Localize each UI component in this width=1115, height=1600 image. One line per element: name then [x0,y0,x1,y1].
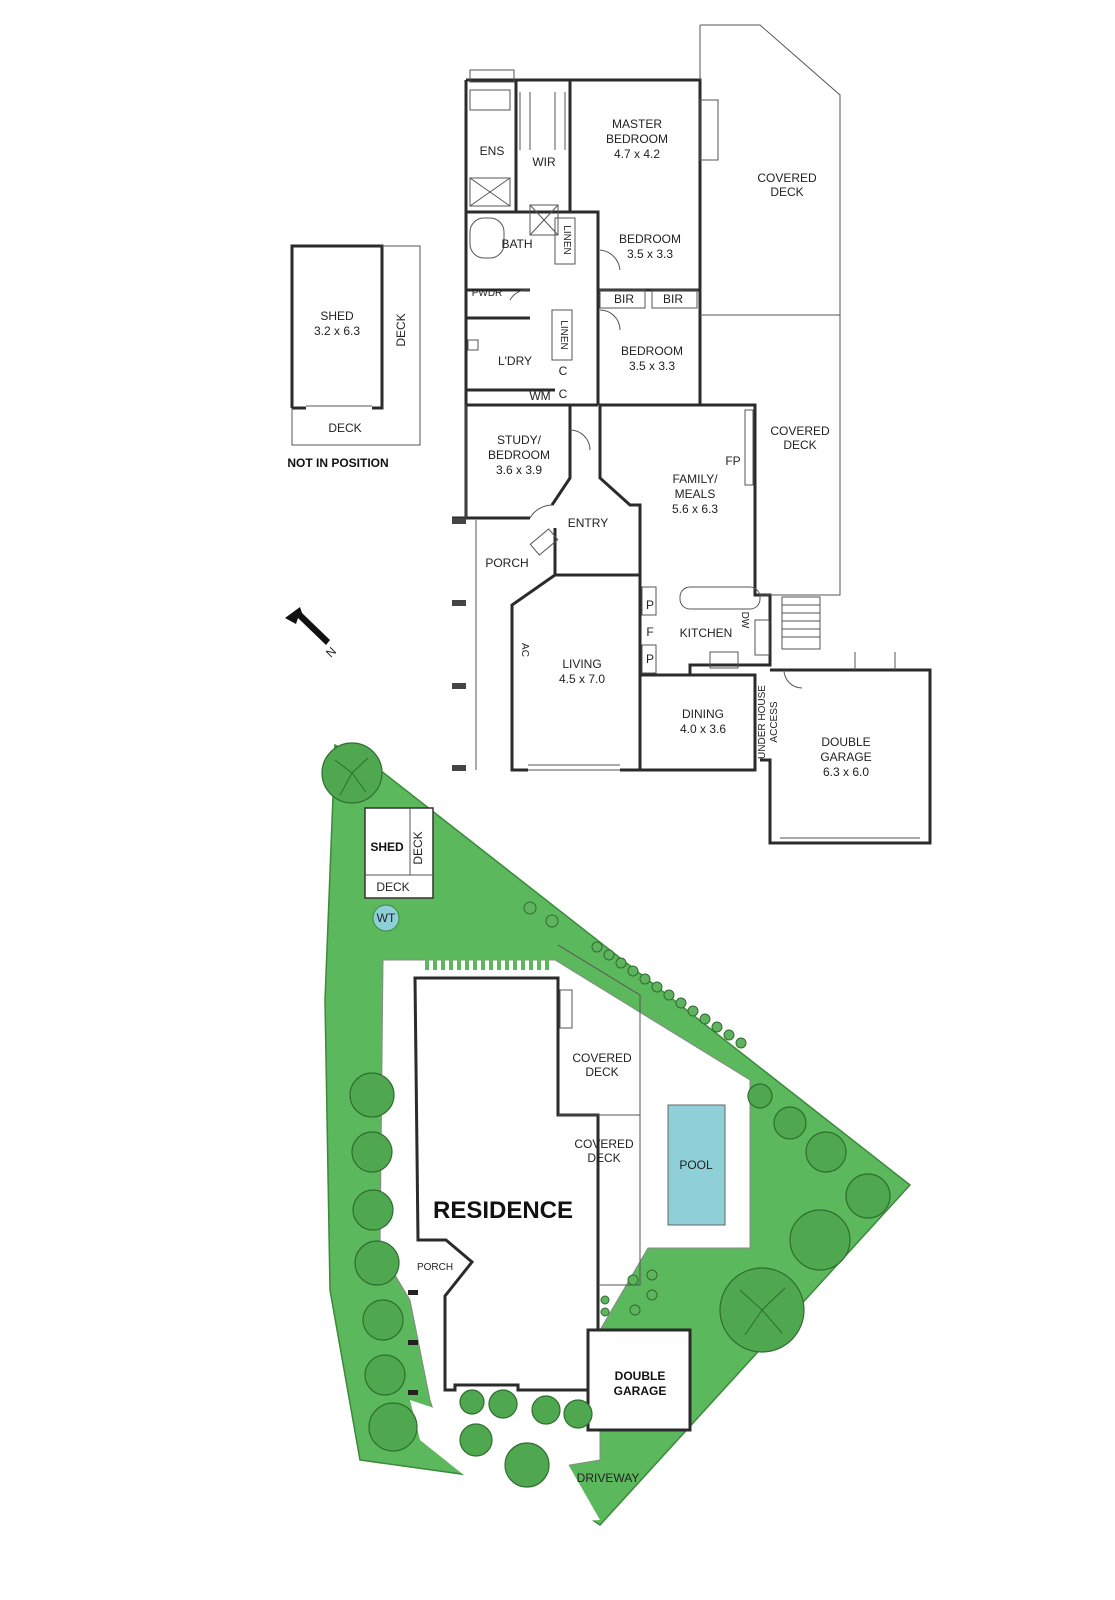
site-shed-deck-bottom: DECK [376,880,409,894]
site-shrubs [523,901,747,1317]
room-family-dim: 5.6 x 6.3 [672,502,718,516]
room-study-label: STUDY/ [497,433,542,447]
room-linen-2-label: LINEN [558,320,569,349]
room-living-dim: 4.5 x 7.0 [559,672,605,686]
driveway-label: DRIVEWAY [577,1471,640,1485]
room-wir-label: WIR [532,155,556,169]
room-garage-label: DOUBLE [821,735,870,749]
dishwasher-label: DW [739,612,750,629]
room-bedroom-3-label: BEDROOM [621,344,683,358]
under-house-label: UNDER HOUSE [757,685,768,759]
residence-label: RESIDENCE [433,1197,573,1224]
site-covered-deck-1-label2: DECK [585,1065,618,1079]
covered-deck-2-label: COVERED [770,424,830,438]
room-study-label2: BEDROOM [488,448,550,462]
covered-deck-1-label2: DECK [770,185,803,199]
room-family-label2: MEALS [675,487,716,501]
room-laundry-label: L'DRY [498,354,532,368]
room-pwdr-label: PWDR [472,288,503,299]
floor-plan: ENS WIR MASTER BEDROOM 4.7 x 4.2 COVERED… [452,24,932,845]
room-master-label2: BEDROOM [606,132,668,146]
site-garage-label: DOUBLE [615,1369,666,1383]
room-bir-1-label: BIR [614,292,634,306]
covered-deck-1-label: COVERED [757,171,817,185]
under-house-label2: ACCESS [769,701,780,742]
room-family-label: FAMILY/ [672,472,718,486]
pool-label: POOL [679,1158,713,1172]
cupboard-c1-label: C [559,364,568,378]
covered-deck-2-label2: DECK [783,438,816,452]
room-ens-label: ENS [480,144,505,158]
fridge-label: F [646,625,653,639]
room-bath-label: BATH [501,237,532,251]
room-bir-2-label: BIR [663,292,683,306]
shed-deck-side-label: DECK [394,313,408,346]
room-garage-dim: 6.3 x 6.0 [823,765,869,779]
cupboard-c2-label: C [559,387,568,401]
pantry-1-label: P [646,598,654,612]
north-compass: N [285,607,339,660]
room-living-label: LIVING [562,657,601,671]
site-covered-deck-2-label2: DECK [587,1151,620,1165]
shed-label: SHED [320,309,354,323]
north-letter: N [323,644,339,660]
room-bedroom-2-dim: 3.5 x 3.3 [627,247,673,261]
site-garage-label2: GARAGE [614,1384,667,1398]
room-bedroom-2-label: BEDROOM [619,232,681,246]
room-master-label: MASTER [612,117,662,131]
site-fence [425,956,549,970]
site-plan: SHED DECK DECK WT COVERED DECK COVERED D… [321,742,912,1526]
washing-machine-label: WM [529,389,550,403]
room-study-dim: 3.6 x 3.9 [496,463,542,477]
site-shed-label: SHED [370,840,404,854]
shed-deck-bottom-label: DECK [328,421,361,435]
aircon-label: AC [519,643,530,657]
porch-label: PORCH [485,556,528,570]
room-bedroom-3-dim: 3.5 x 3.3 [629,359,675,373]
fireplace-label: FP [725,454,740,468]
shed-dim: 3.2 x 6.3 [314,324,360,338]
not-in-position-note: NOT IN POSITION [287,456,388,470]
site-shed-deck-side: DECK [411,831,425,864]
site-porch-label: PORCH [417,1262,453,1273]
site-covered-deck-1-label: COVERED [572,1051,632,1065]
room-linen-1-label: LINEN [561,225,572,254]
shed-plan: SHED 3.2 x 6.3 DECK DECK NOT IN POSITION [287,244,421,470]
water-tank-label: WT [377,911,396,925]
site-covered-deck-2-label: COVERED [574,1137,634,1151]
room-kitchen-label: KITCHEN [680,626,733,640]
site-trees [321,742,891,1488]
floor-plan-walls [466,78,702,577]
room-dining-dim: 4.0 x 3.6 [680,722,726,736]
room-dining-label: DINING [682,707,724,721]
room-master-dim: 4.7 x 4.2 [614,147,660,161]
pantry-2-label: P [646,652,654,666]
room-garage-label2: GARAGE [820,750,871,764]
room-entry-label: ENTRY [568,516,608,530]
